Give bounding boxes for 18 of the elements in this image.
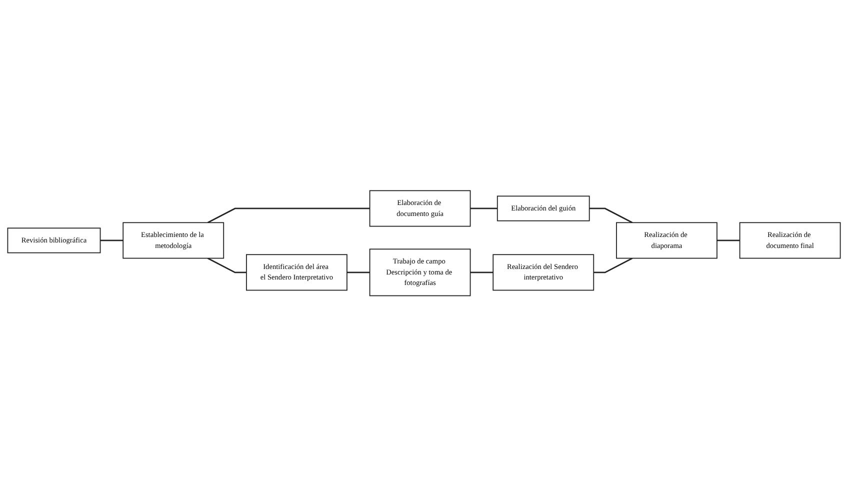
connector <box>716 240 740 241</box>
connector <box>589 208 633 224</box>
connector <box>207 257 246 273</box>
connector <box>470 272 494 273</box>
node-box <box>496 196 590 222</box>
connector <box>346 272 370 273</box>
node-box <box>7 227 101 254</box>
node-box <box>369 190 471 227</box>
node-box <box>492 254 594 290</box>
node-box <box>616 222 718 259</box>
connector <box>100 240 124 241</box>
node-box <box>122 222 224 259</box>
connector <box>594 257 633 273</box>
node-box <box>739 222 841 259</box>
connector <box>470 208 498 209</box>
node-box <box>369 248 471 296</box>
connector <box>207 208 370 224</box>
node-box <box>246 254 348 290</box>
